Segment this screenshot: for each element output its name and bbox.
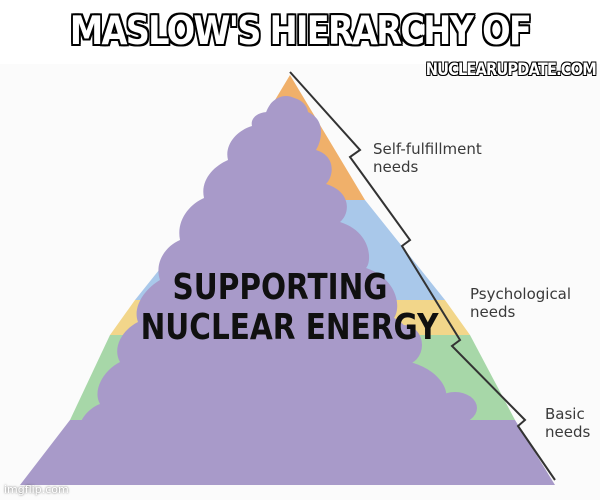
overlay-line-1: SUPPORTING xyxy=(172,267,388,308)
watermark-site: NUCLEARUPDATE.COM xyxy=(425,60,597,80)
imgflip-credit: imgflip.com xyxy=(4,483,69,496)
purple-blob xyxy=(30,96,540,485)
label-basic: Basic needs xyxy=(545,405,591,441)
overlay-line-2: NUCLEAR ENERGY xyxy=(140,307,439,348)
bracket-line xyxy=(289,71,556,481)
label-self-fulfillment: Self-fulfillment needs xyxy=(373,140,482,176)
label-psychological: Psychological needs xyxy=(470,285,572,321)
overlay-caption: SUPPORTING NUCLEAR ENERGY xyxy=(140,267,439,348)
